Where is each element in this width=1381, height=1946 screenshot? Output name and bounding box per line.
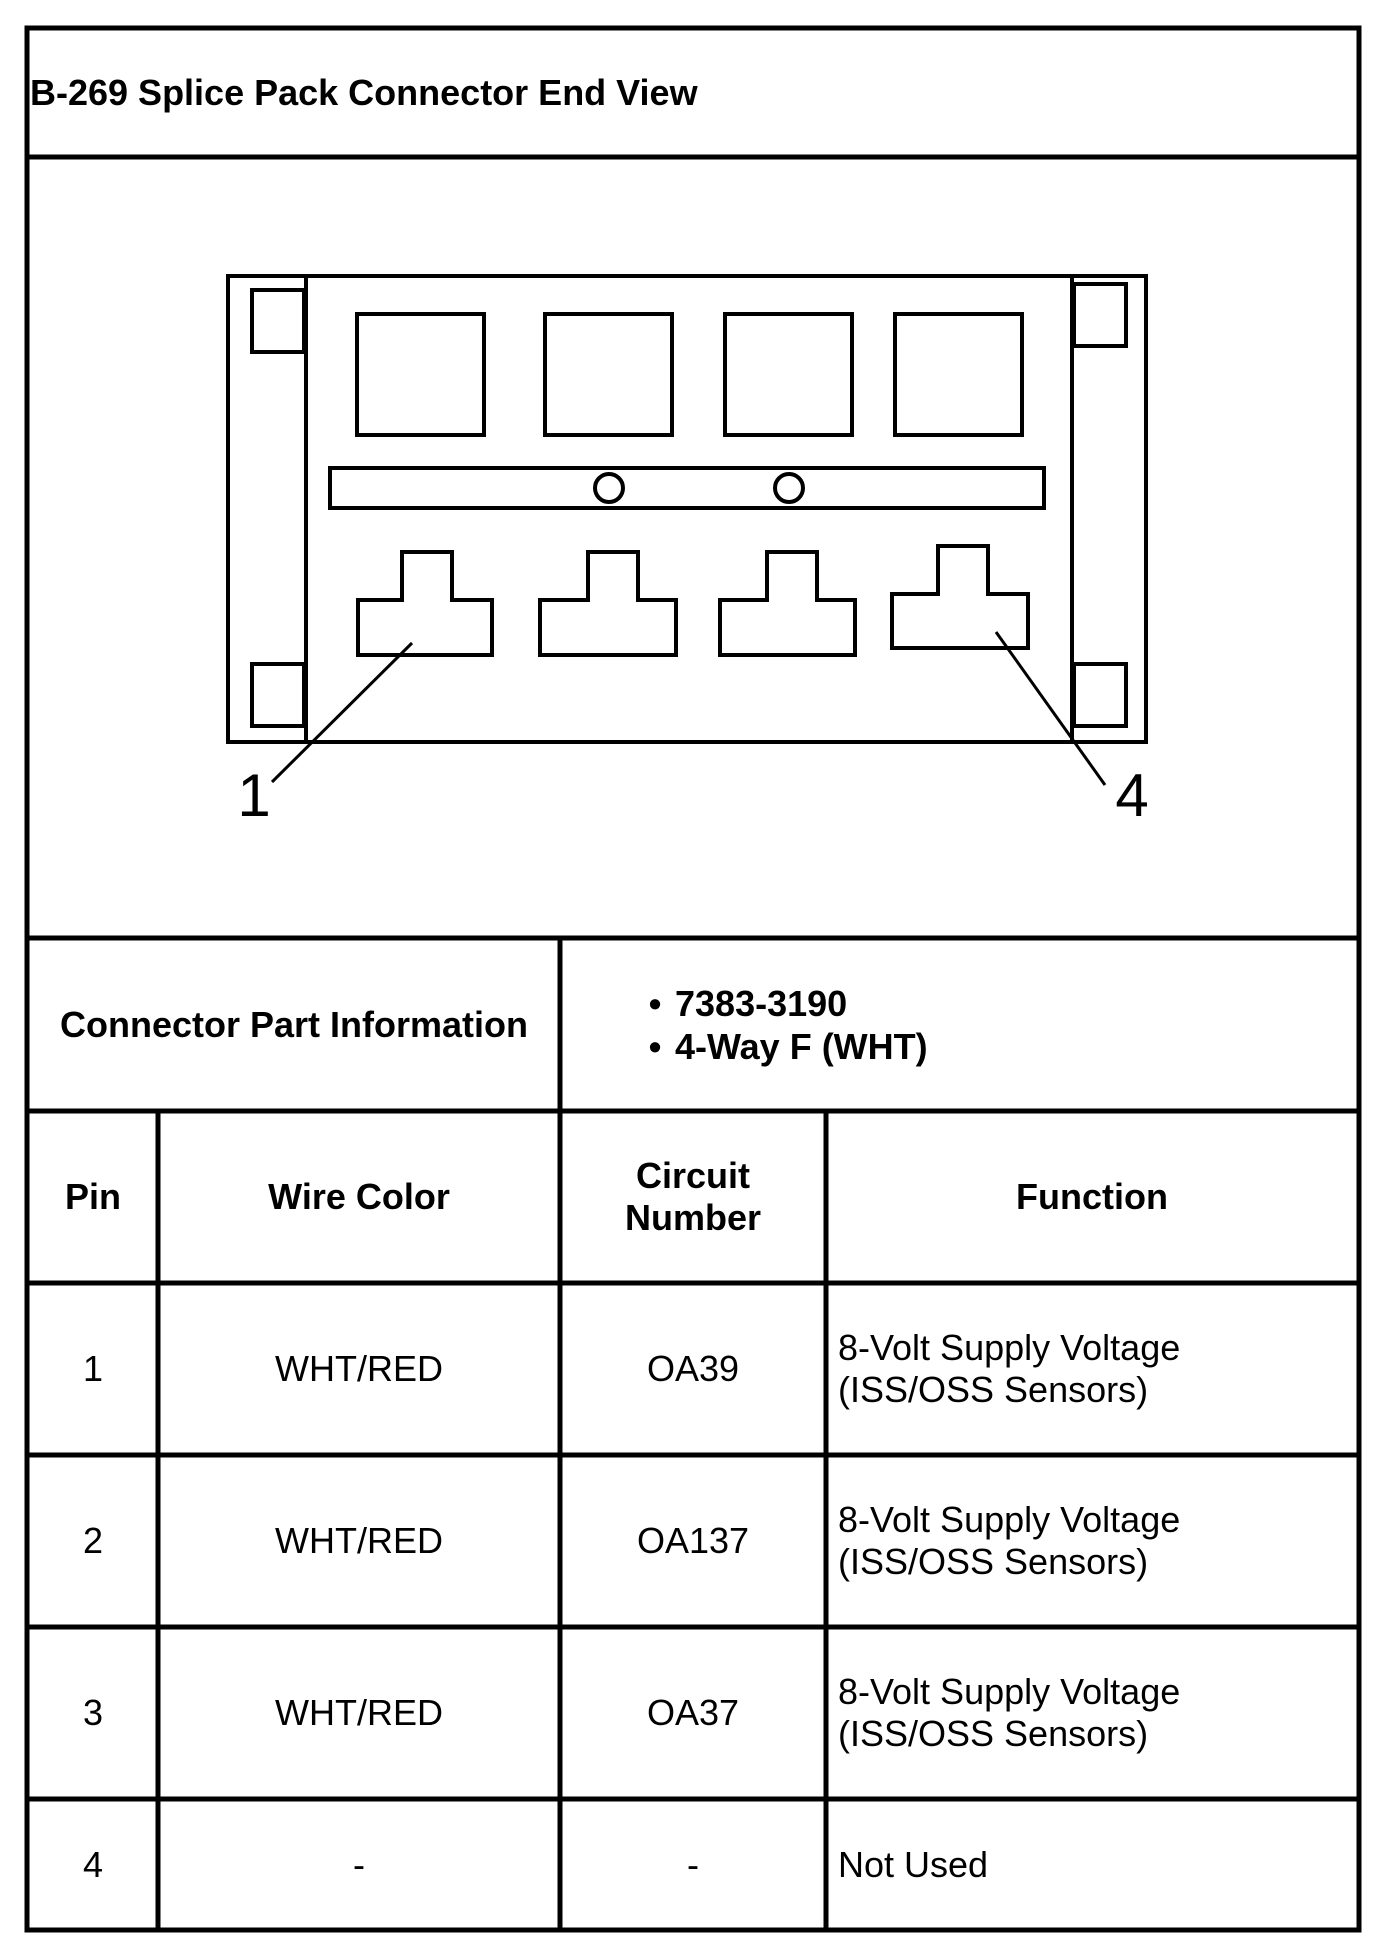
cell-circuit: OA137 xyxy=(636,1520,750,1561)
cell-pin: 1 xyxy=(82,1348,104,1389)
function-line1: 8-Volt Supply Voltage xyxy=(838,1499,1181,1540)
header-wire-color: Wire Color xyxy=(268,1176,450,1217)
cell-wire-color: WHT/RED xyxy=(275,1348,443,1389)
cell-wire-color: - xyxy=(353,1843,365,1885)
center-rail xyxy=(328,466,1046,510)
function-line2: (ISS/OSS Sensors) xyxy=(838,1369,1149,1410)
latch-top-left xyxy=(250,288,306,354)
leader-line-pin-1 xyxy=(270,641,414,784)
cell-wire-color: WHT/RED xyxy=(275,1692,443,1733)
header-circuit-number: Circuit Number xyxy=(562,1113,824,1281)
cell-circuit: OA39 xyxy=(646,1348,740,1389)
bullet-icon: • xyxy=(648,982,662,1024)
cell-circuit: - xyxy=(687,1843,699,1885)
part-info-label: Connector Part Information xyxy=(59,1003,529,1045)
cell-wire-color: WHT/RED xyxy=(275,1520,443,1561)
part-info-item: •4-Way F (WHT) xyxy=(635,1025,928,1068)
pin-4-callout: 4 xyxy=(1115,761,1149,829)
cell-pin: 2 xyxy=(82,1520,104,1561)
leader-line-pin-4 xyxy=(994,631,1107,786)
page-title: B-269 Splice Pack Connector End View xyxy=(30,71,698,113)
part-info-item: •7383-3190 xyxy=(635,982,928,1025)
upper-cavity xyxy=(355,312,486,437)
upper-cavity xyxy=(543,312,674,437)
function-line1: 8-Volt Supply Voltage xyxy=(838,1327,1181,1368)
cell-pin: 3 xyxy=(82,1692,104,1733)
terminal-cavity-3 xyxy=(718,550,857,657)
cell-function: 8-Volt Supply Voltage (ISS/OSS Sensors) xyxy=(828,1457,1356,1625)
bullet-icon: • xyxy=(648,1025,662,1067)
cell-function: Not Used xyxy=(838,1843,989,1885)
rail-hole xyxy=(773,472,805,504)
cell-function: 8-Volt Supply Voltage (ISS/OSS Sensors) xyxy=(828,1629,1356,1797)
function-line2: (ISS/OSS Sensors) xyxy=(838,1713,1149,1754)
terminal-cavity-1 xyxy=(356,550,494,657)
upper-cavity xyxy=(893,312,1024,437)
header-function: Function xyxy=(1016,1176,1168,1217)
latch-bottom-left xyxy=(250,662,306,728)
header-circuit-line2: Number xyxy=(624,1197,762,1238)
terminal-cavity-2 xyxy=(538,550,678,657)
rail-hole xyxy=(593,472,625,504)
latch-top-right xyxy=(1072,282,1128,348)
cell-circuit: OA37 xyxy=(646,1692,740,1733)
header-pin: Pin xyxy=(64,1176,121,1217)
pin-1-callout: 1 xyxy=(237,761,271,829)
upper-cavity xyxy=(723,312,854,437)
cell-pin: 4 xyxy=(82,1843,104,1885)
function-line2: (ISS/OSS Sensors) xyxy=(838,1541,1149,1582)
latch-bottom-right xyxy=(1072,662,1128,728)
header-circuit-line1: Circuit xyxy=(635,1155,750,1196)
function-line1: 8-Volt Supply Voltage xyxy=(838,1671,1181,1712)
terminal-cavity-4 xyxy=(890,544,1030,650)
cell-function: 8-Volt Supply Voltage (ISS/OSS Sensors) xyxy=(828,1285,1356,1453)
part-info-list: •7383-3190 •4-Way F (WHT) xyxy=(635,940,1355,1109)
